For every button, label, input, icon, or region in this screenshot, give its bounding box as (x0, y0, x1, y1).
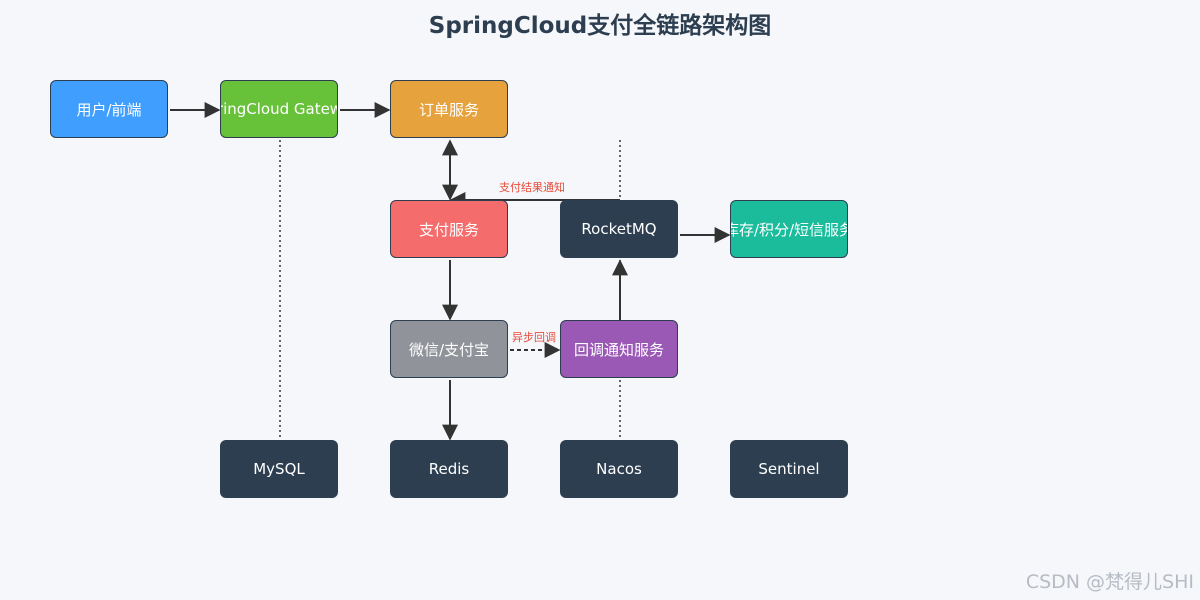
node-callback: 回调通知服务 (560, 320, 678, 378)
node-payment: 支付服务 (390, 200, 508, 258)
node-gateway: SpringCloud Gateway (220, 80, 338, 138)
node-user: 用户/前端 (50, 80, 168, 138)
node-rocketmq: RocketMQ (560, 200, 678, 258)
node-thirdpay: 微信/支付宝 (390, 320, 508, 378)
label-notify: 支付结果通知 (499, 181, 565, 194)
node-nacos: Nacos (560, 440, 678, 498)
node-mysql: MySQL (220, 440, 338, 498)
label-async: 异步回调 (512, 331, 556, 344)
node-sentinel: Sentinel (730, 440, 848, 498)
node-redis: Redis (390, 440, 508, 498)
diagram-title: SpringCloud支付全链路架构图 (428, 13, 772, 39)
watermark: CSDN @梵得儿SHI (1025, 571, 1194, 593)
node-order: 订单服务 (390, 80, 508, 138)
node-downstream: 库存/积分/短信服务 (730, 200, 848, 258)
